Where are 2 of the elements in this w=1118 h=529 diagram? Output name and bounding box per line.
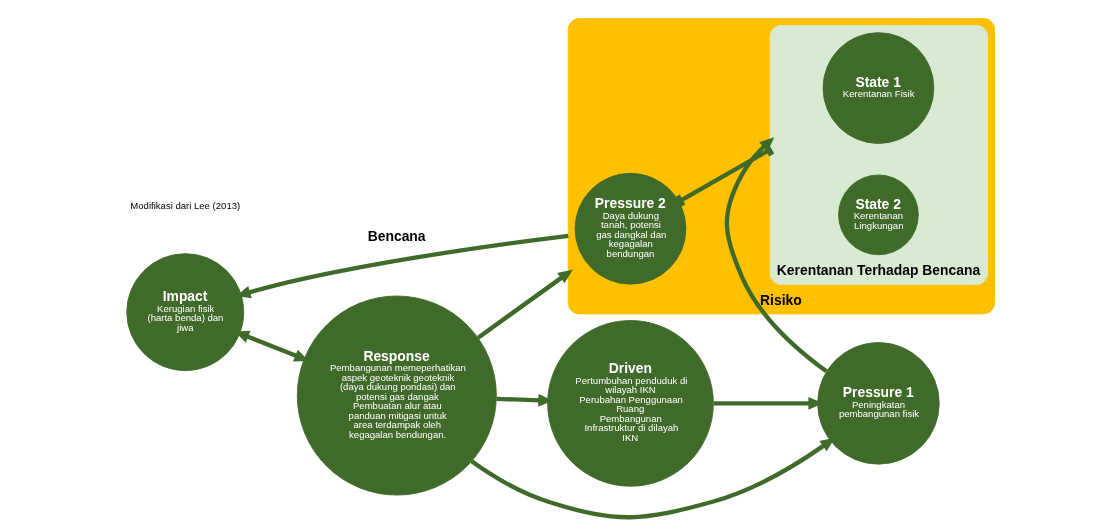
edge-label: Bencana: [367, 227, 426, 244]
label: Modifikasi dari Lee (2013): [129, 200, 240, 212]
